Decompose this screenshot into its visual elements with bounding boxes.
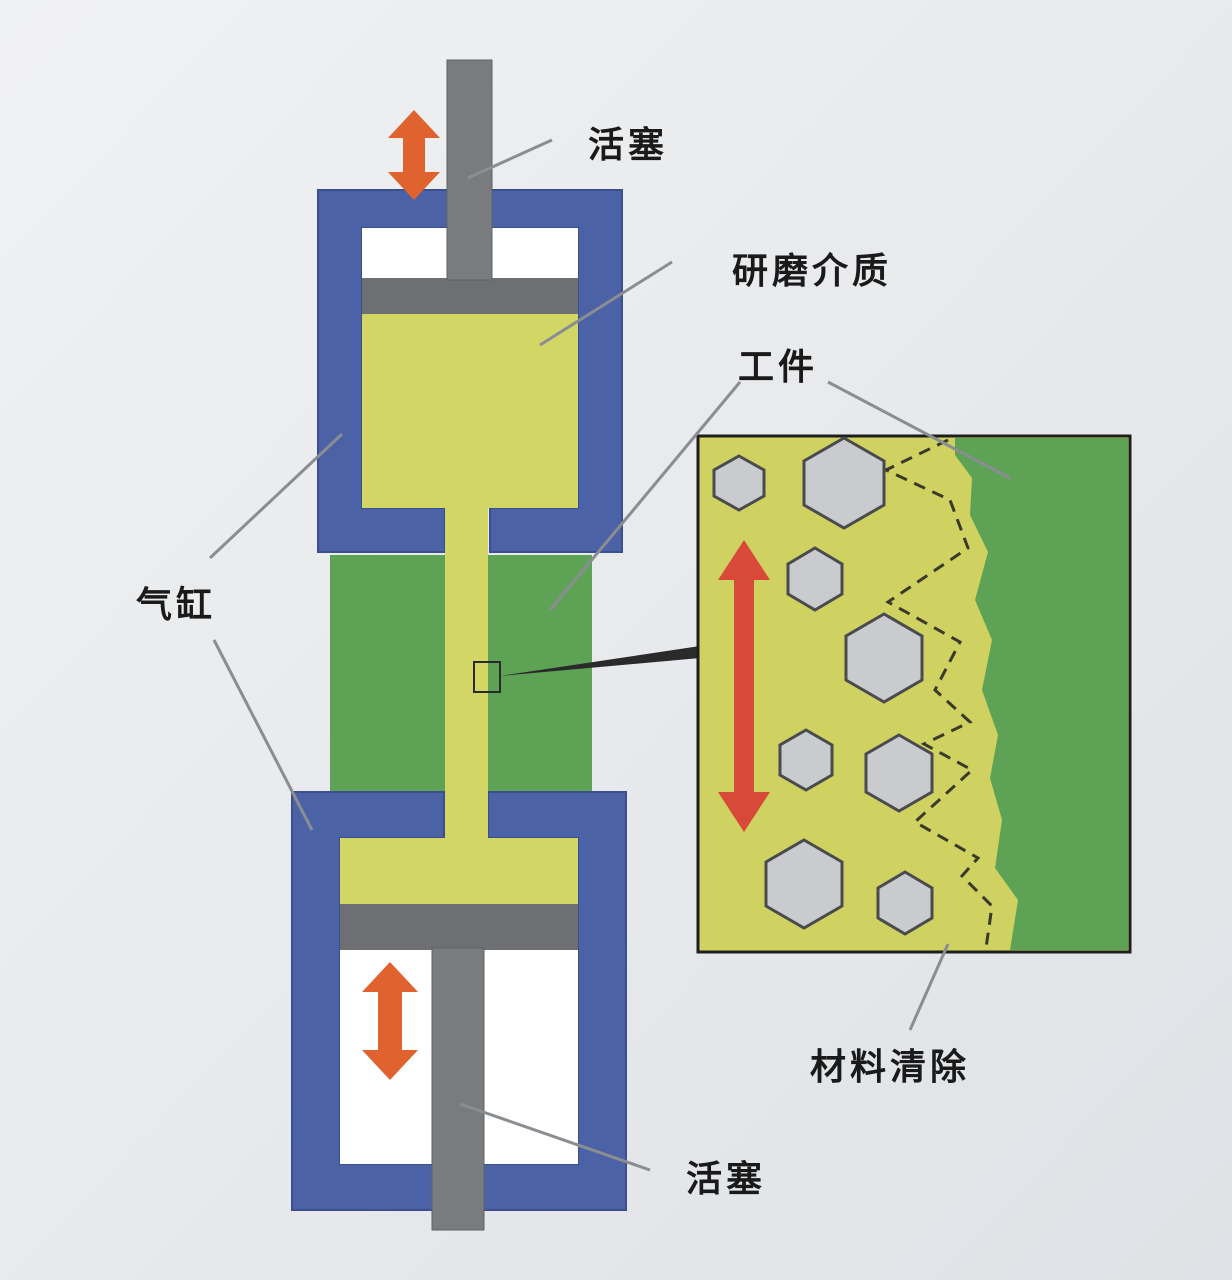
bottom-motion-arrow-icon — [362, 962, 418, 1080]
abrasive-grain — [876, 870, 934, 936]
leader-line-piston-top — [467, 138, 553, 180]
magnified-view — [696, 434, 1132, 954]
abrasive-grains — [712, 436, 934, 936]
label-workpiece: 工件 — [738, 346, 819, 388]
removed-material-boundary — [882, 438, 994, 949]
abrasive-grain — [864, 733, 934, 813]
leader-line-cylinder-bottom — [212, 639, 314, 831]
abrasive-grain — [786, 546, 844, 612]
label-abrasive-media: 研磨介质 — [732, 250, 893, 292]
abrasive-grain — [844, 612, 924, 704]
leader-line-piston-bottom — [459, 1102, 651, 1172]
abrasive-grain — [778, 728, 834, 792]
zoom-marker — [473, 661, 501, 693]
abrasive-grain — [802, 436, 886, 530]
abrasive-grain — [712, 454, 766, 512]
top-media-reservoir — [362, 314, 578, 508]
media-flow-arrow-icon — [718, 540, 770, 832]
zoom-callout-wedge — [500, 646, 700, 676]
label-piston-bottom: 活塞 — [686, 1158, 767, 1200]
leader-line-abrasive-media — [539, 260, 673, 347]
top-piston-head — [362, 278, 578, 314]
workpiece-surface — [955, 438, 1128, 950]
bottom-piston-rod — [431, 947, 485, 1231]
bottom-media-reservoir — [340, 838, 578, 904]
leader-line-workpiece-right — [827, 380, 1011, 480]
media-channel — [445, 505, 488, 841]
top-motion-arrow-icon — [388, 110, 440, 200]
bottom-piston-head — [340, 904, 578, 950]
abrasive-grain — [764, 838, 844, 930]
label-cylinder: 气缸 — [136, 584, 217, 626]
leader-line-workpiece-left — [548, 381, 742, 611]
leader-line-cylinder-top — [208, 432, 344, 560]
leader-line-material-removal — [908, 943, 950, 1031]
leader-lines — [208, 138, 1011, 1172]
label-piston-top: 活塞 — [588, 124, 669, 166]
label-material-removal: 材料清除 — [810, 1046, 971, 1088]
